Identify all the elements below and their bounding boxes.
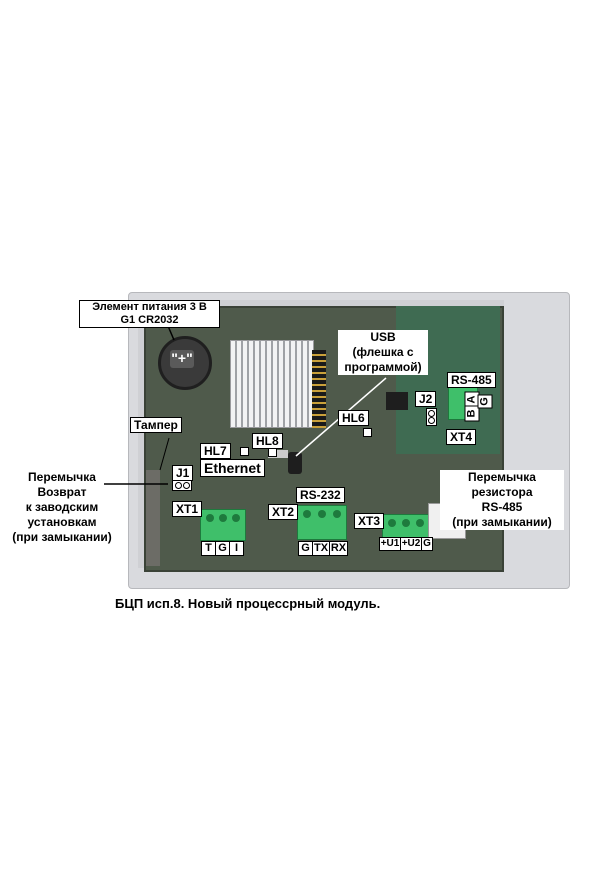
- terminal-xt2: [297, 505, 347, 540]
- xt1-pin-i: I: [229, 541, 244, 556]
- xt1-pin-g: G: [215, 541, 230, 556]
- xt3-pin-g: G: [421, 537, 433, 551]
- j1-label: J1: [172, 465, 194, 481]
- pin-header: [312, 350, 326, 428]
- battery-plus-mark: "+": [170, 350, 194, 368]
- terminal-xt3: [382, 514, 430, 540]
- xt4-label: XT4: [446, 429, 477, 445]
- xt3-pin-u2: +U2: [400, 537, 422, 551]
- xt4-pin-g: G: [477, 394, 493, 409]
- ethernet-label: Ethernet: [200, 459, 265, 477]
- chip: [386, 392, 408, 410]
- rs485-jumper-label: Перемычка резистора RS-485 (при замыкани…: [440, 470, 564, 530]
- xt3-label: XT3: [354, 513, 385, 529]
- xt1-pin-t: T: [201, 541, 216, 556]
- j2-label: J2: [415, 391, 437, 407]
- hl8-led: [268, 448, 277, 457]
- rs485-top-label: RS-485: [447, 372, 496, 388]
- rs232-label: RS-232: [296, 487, 345, 503]
- xt2-pin-rx: RX: [329, 541, 348, 556]
- xt1-label: XT1: [172, 501, 203, 517]
- hl6-led: [363, 428, 372, 437]
- usb-label: USB (флешка с программой): [338, 330, 428, 375]
- hl-led: [268, 450, 288, 458]
- j2-jumper: [426, 408, 437, 426]
- battery-label: Элемент питания 3 В G1 CR2032: [79, 300, 220, 328]
- xt2-label: XT2: [268, 504, 299, 520]
- j1-jumper: [172, 480, 192, 491]
- tamper-label: Тампер: [130, 417, 182, 433]
- xt2-pin-tx: TX: [312, 541, 330, 556]
- hl6-label: HL6: [338, 410, 369, 426]
- figure-caption: БЦП исп.8. Новый процессрный модуль.: [115, 596, 381, 611]
- terminal-xt1: [200, 509, 246, 541]
- hl8-label: HL8: [252, 433, 283, 449]
- hl7-label: HL7: [200, 443, 231, 459]
- xt2-pin-g: G: [298, 541, 313, 556]
- hl7-led: [240, 447, 249, 456]
- reset-jumper-label: Перемычка Возврат к заводским установкам…: [12, 470, 112, 544]
- side-rail: [146, 470, 160, 566]
- ethernet-jack: [288, 452, 302, 474]
- xt3-pin-u1: +U1: [379, 537, 401, 551]
